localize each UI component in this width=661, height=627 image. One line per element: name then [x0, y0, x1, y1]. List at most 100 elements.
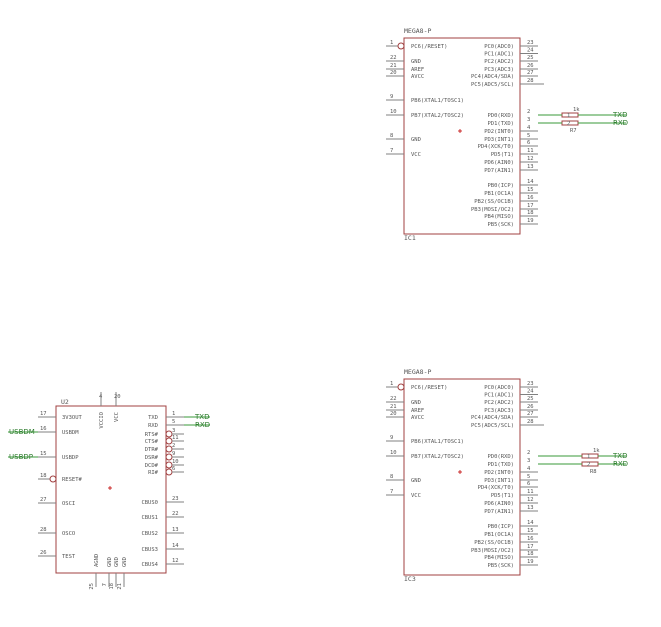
pin-label: AVCC — [411, 74, 424, 80]
ic-value: MEGA8-P — [404, 27, 431, 35]
pin-number: 6 — [172, 466, 175, 472]
pin-label: PC0(ADC0) — [484, 44, 514, 50]
resistor-name: R8 — [590, 469, 597, 475]
ic1-mega8[interactable]: MEGA8-PIC11PC6(/RESET)22GND21AREF20AVCC9… — [386, 27, 544, 242]
pin-number: 1 — [390, 40, 393, 46]
pin-number: 15 — [527, 528, 534, 534]
u2-pin-right[interactable]: 6RI# — [148, 466, 184, 476]
pin-label: PD1(TXD) — [488, 121, 515, 127]
pin-number: 24 — [527, 48, 534, 54]
net-label-txd: TXD — [194, 413, 209, 421]
ic3-mega8[interactable]: MEGA8-PIC31PC6(/RESET)22GND21AREF20AVCC9… — [386, 368, 544, 583]
u2-ft232[interactable]: U2173V3OUT16USBDM15USBDP18RESET#27OSCI28… — [38, 392, 184, 590]
pin-label: RXD — [148, 423, 158, 429]
pin-label: USBDM — [62, 430, 79, 436]
pin-number: 3 — [172, 428, 175, 434]
